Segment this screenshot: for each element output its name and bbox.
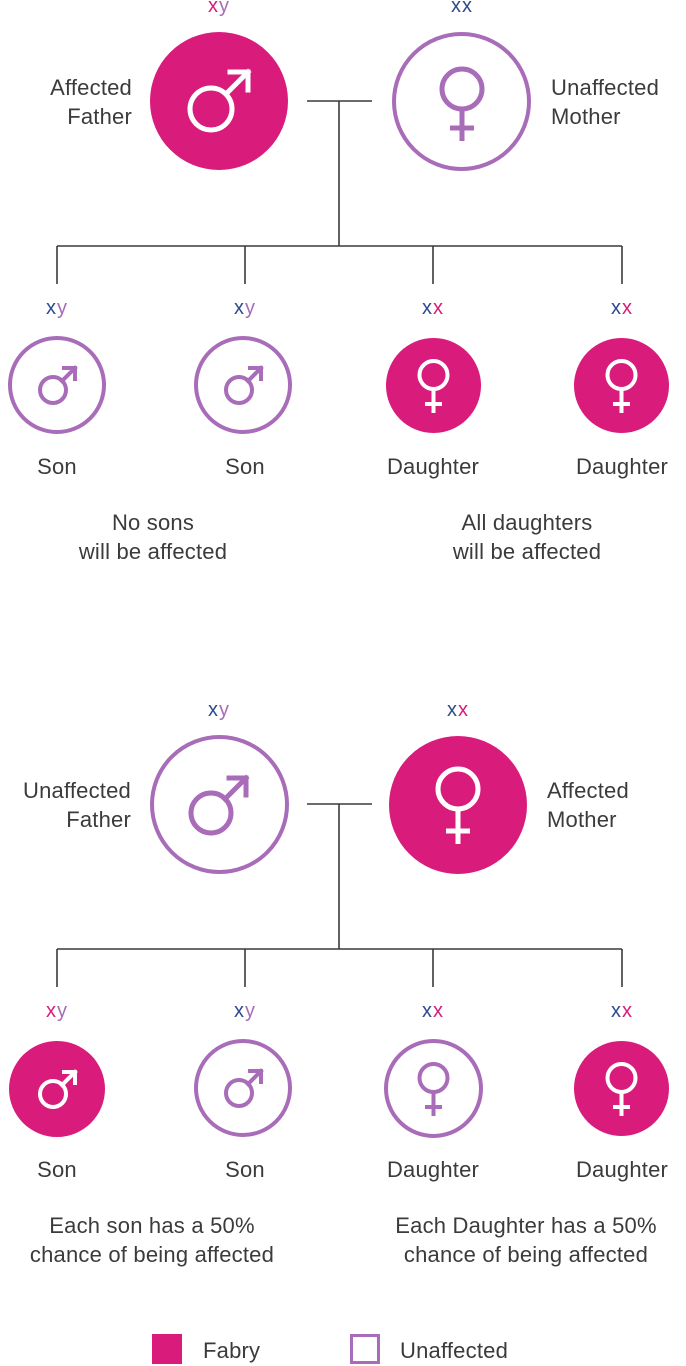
mother-label: Affected Mother bbox=[547, 778, 629, 832]
father-label: Affected Father bbox=[50, 75, 132, 129]
child-label: Son bbox=[225, 454, 265, 479]
male-icon bbox=[38, 365, 78, 405]
child-4-chromosomes: xx bbox=[592, 298, 652, 318]
child-2-chromosomes: xy bbox=[215, 298, 275, 318]
father-label: Unaffected Father bbox=[22, 778, 131, 832]
legend-fabry-label: Fabry bbox=[203, 1338, 261, 1363]
female-icon bbox=[417, 359, 450, 413]
child-label: Daughter bbox=[386, 454, 480, 479]
child-label: Son bbox=[37, 1157, 77, 1182]
y-chromosome: y bbox=[219, 0, 230, 17]
x-chromosome: x bbox=[208, 699, 219, 721]
mother-label: Unaffected Mother bbox=[551, 75, 660, 129]
unaffected-mother-symbol bbox=[392, 32, 531, 171]
y-chromosome: y bbox=[245, 297, 256, 319]
affected-son-symbol bbox=[9, 1041, 105, 1137]
affected-daughter-symbol bbox=[386, 338, 481, 433]
x-chromosome: x bbox=[208, 0, 219, 17]
affected-daughter-symbol bbox=[574, 1041, 669, 1136]
x-chromosome: x bbox=[611, 297, 622, 319]
female-icon bbox=[439, 66, 485, 141]
child-3-chromosomes: xx bbox=[403, 1001, 463, 1021]
child-4-chromosomes: xx bbox=[592, 1001, 652, 1021]
child-label: Daughter bbox=[575, 1157, 669, 1182]
female-icon bbox=[605, 359, 638, 413]
unaffected-son-symbol bbox=[194, 1039, 292, 1137]
x-chromosome: x bbox=[234, 1000, 245, 1022]
x-chromosome: x bbox=[433, 1000, 444, 1022]
child-1-chromosomes: xy bbox=[27, 1001, 87, 1021]
x-chromosome: x bbox=[46, 297, 57, 319]
child-3-chromosomes: xx bbox=[403, 298, 463, 318]
affected-daughter-symbol bbox=[574, 338, 669, 433]
child-label: Daughter bbox=[575, 454, 669, 479]
y-chromosome: y bbox=[57, 297, 68, 319]
x-chromosome: x bbox=[611, 1000, 622, 1022]
y-chromosome: y bbox=[245, 1000, 256, 1022]
child-2-chromosomes: xy bbox=[215, 1001, 275, 1021]
child-label: Son bbox=[225, 1157, 265, 1182]
x-chromosome: x bbox=[458, 699, 469, 721]
legend-fabry-swatch bbox=[152, 1334, 182, 1364]
child-1-chromosomes: xy bbox=[27, 298, 87, 318]
male-icon bbox=[38, 1069, 78, 1109]
mother-chromosomes: xx bbox=[432, 0, 492, 16]
unaffected-son-symbol bbox=[194, 336, 292, 434]
sons-outcome-note: Each son has a 50% chance of being affec… bbox=[29, 1213, 275, 1267]
female-icon bbox=[605, 1062, 638, 1116]
y-chromosome: y bbox=[57, 1000, 68, 1022]
x-chromosome: x bbox=[234, 297, 245, 319]
male-icon bbox=[224, 365, 264, 405]
unaffected-son-symbol bbox=[8, 336, 106, 434]
sons-outcome-note: No sons will be affected bbox=[78, 510, 228, 564]
male-icon bbox=[188, 774, 250, 836]
affected-father-symbol bbox=[150, 32, 288, 170]
y-chromosome: y bbox=[219, 699, 230, 721]
child-label: Daughter bbox=[386, 1157, 480, 1182]
x-chromosome: x bbox=[46, 1000, 57, 1022]
mother-chromosomes: xx bbox=[428, 700, 488, 720]
x-chromosome: x bbox=[622, 297, 633, 319]
legend-unaffected-label: Unaffected bbox=[400, 1338, 509, 1363]
male-icon bbox=[187, 68, 252, 133]
female-icon bbox=[435, 766, 481, 844]
father-chromosomes: xy bbox=[189, 0, 249, 16]
male-icon bbox=[224, 1068, 264, 1108]
x-chromosome: x bbox=[447, 699, 458, 721]
female-icon bbox=[417, 1062, 450, 1116]
x-chromosome: x bbox=[422, 1000, 433, 1022]
x-chromosome: x bbox=[462, 0, 473, 17]
legend-unaffected-swatch bbox=[350, 1334, 380, 1364]
father-chromosomes: xy bbox=[189, 700, 249, 720]
affected-mother-symbol bbox=[389, 736, 527, 874]
daughters-outcome-note: All daughters will be affected bbox=[452, 510, 602, 564]
daughters-outcome-note: Each Daughter has a 50% chance of being … bbox=[395, 1213, 657, 1267]
x-chromosome: x bbox=[422, 297, 433, 319]
x-chromosome: x bbox=[433, 297, 444, 319]
unaffected-father-symbol bbox=[150, 735, 289, 874]
x-chromosome: x bbox=[451, 0, 462, 17]
x-chromosome: x bbox=[622, 1000, 633, 1022]
child-label: Son bbox=[37, 454, 77, 479]
unaffected-daughter-symbol bbox=[384, 1039, 483, 1138]
